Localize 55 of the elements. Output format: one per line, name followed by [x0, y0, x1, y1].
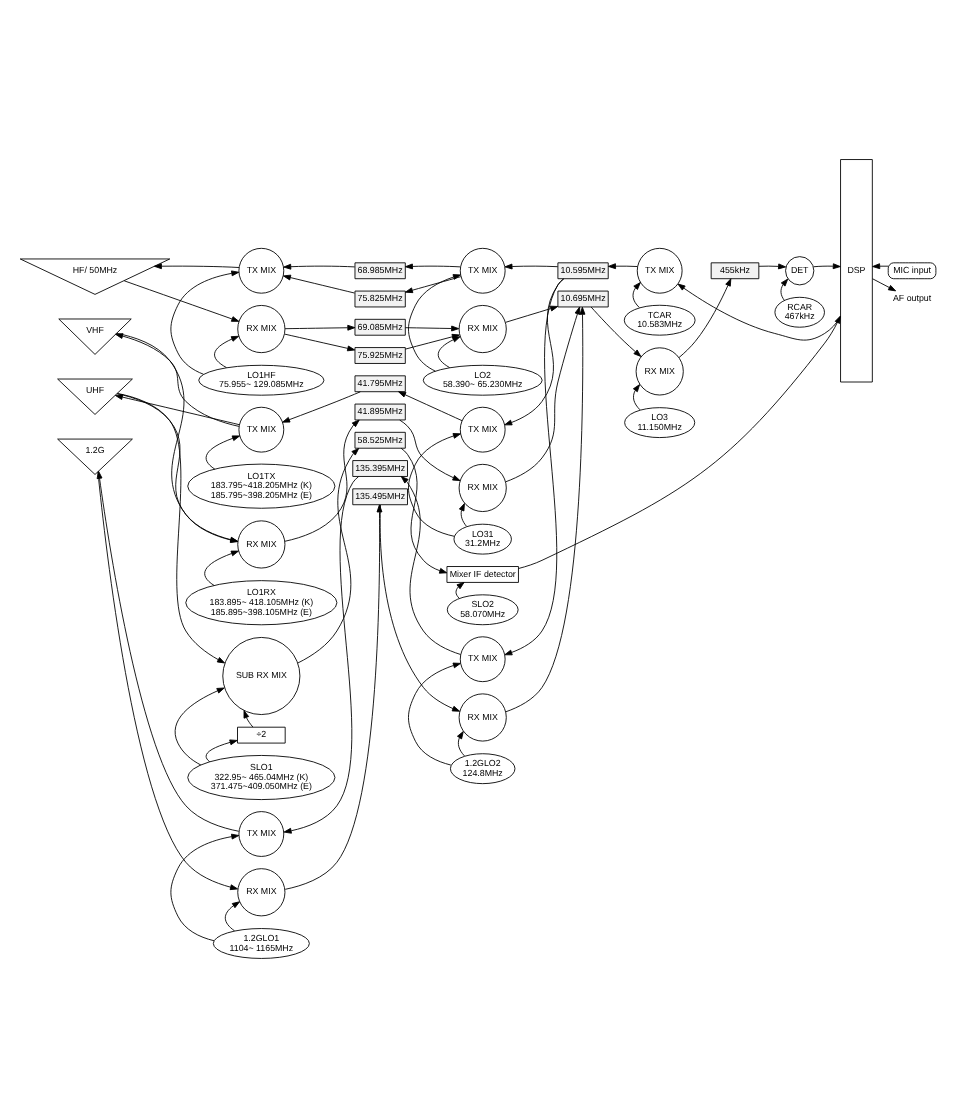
- arrow: [400, 447, 448, 574]
- arrow: [632, 384, 641, 411]
- arrow: [872, 263, 889, 270]
- arrow: [518, 315, 841, 569]
- arrow: [758, 263, 787, 270]
- arrow: [505, 306, 586, 713]
- arrow: [872, 278, 897, 292]
- arrow: [243, 710, 254, 728]
- arrow: [297, 447, 360, 664]
- arrow: [224, 901, 240, 932]
- arrow: [457, 731, 465, 757]
- arrow: [115, 333, 240, 427]
- arrow: [400, 476, 462, 655]
- arrow: [437, 336, 461, 369]
- arrow: [458, 503, 467, 527]
- arrow: [205, 435, 241, 470]
- arrow: [283, 263, 356, 270]
- arrow: [590, 306, 642, 357]
- arrow: [505, 306, 581, 483]
- arrow: [115, 394, 240, 426]
- arrow: [283, 274, 355, 294]
- arrow: [677, 283, 841, 341]
- arrow: [153, 263, 240, 270]
- arrow: [170, 833, 240, 942]
- arrow: [780, 278, 789, 301]
- arrow: [283, 476, 360, 834]
- arrow: [632, 282, 641, 308]
- arrow: [455, 582, 465, 599]
- arrow: [282, 391, 361, 423]
- arrow: [504, 278, 565, 426]
- arrow: [405, 325, 460, 332]
- arrow: [174, 687, 225, 766]
- arrow: [405, 276, 462, 294]
- arrow: [678, 278, 732, 358]
- arrow: [504, 278, 564, 656]
- arrow: [284, 419, 360, 542]
- arrow: [408, 433, 461, 537]
- arrow: [123, 280, 240, 322]
- arrow: [214, 335, 240, 369]
- arrow: [117, 393, 226, 664]
- arrow: [608, 263, 638, 270]
- arrow: [504, 263, 559, 270]
- arrow: [284, 333, 356, 352]
- arrow: [379, 504, 461, 712]
- arrow: [408, 662, 461, 766]
- arrow: [398, 391, 463, 422]
- arrow: [205, 739, 238, 763]
- arrow: [813, 263, 841, 270]
- arrow: [284, 504, 383, 890]
- arrow: [505, 305, 559, 323]
- arrow: [170, 270, 240, 375]
- arrow: [405, 263, 461, 270]
- arrow: [399, 419, 461, 482]
- arrow: [204, 550, 239, 586]
- arrow: [284, 324, 356, 331]
